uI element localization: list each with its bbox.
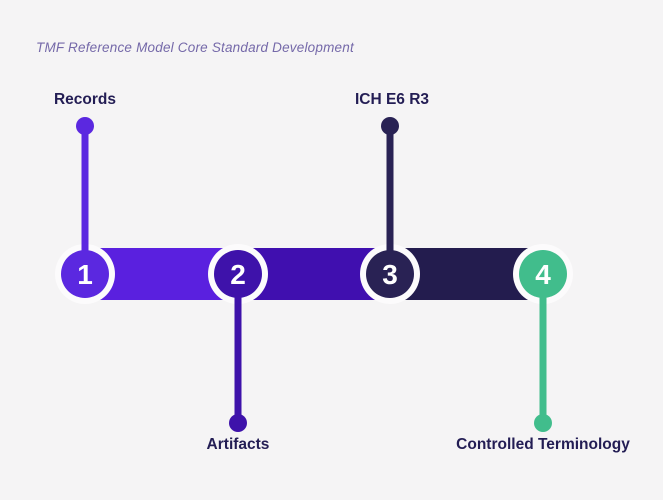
step-2-connector-dot (229, 414, 247, 432)
step-1-connector-dot (76, 117, 94, 135)
step-4-connector (539, 296, 547, 423)
step-3-circle (366, 250, 414, 298)
step-4-connector-dot (534, 414, 552, 432)
step-3-label: ICH E6 R3 (354, 91, 430, 108)
step-1-number: 1 (77, 259, 93, 290)
step-4-number: 4 (535, 259, 551, 290)
step-1-circle (61, 250, 109, 298)
step-3-connector-dot (381, 117, 399, 135)
step-1-label: Records (53, 91, 117, 108)
step-2-label: Artifacts (206, 436, 270, 453)
step-4-label: Controlled Terminology (456, 436, 630, 453)
step-1-connector (81, 126, 89, 252)
step-2-connector (234, 296, 242, 423)
step-3-number: 3 (382, 259, 398, 290)
diagram-title: TMF Reference Model Core Standard Develo… (36, 40, 354, 55)
step-4-circle (519, 250, 567, 298)
step-2-circle (214, 250, 262, 298)
step-3-connector (386, 126, 394, 252)
step-2-number: 2 (230, 259, 246, 290)
